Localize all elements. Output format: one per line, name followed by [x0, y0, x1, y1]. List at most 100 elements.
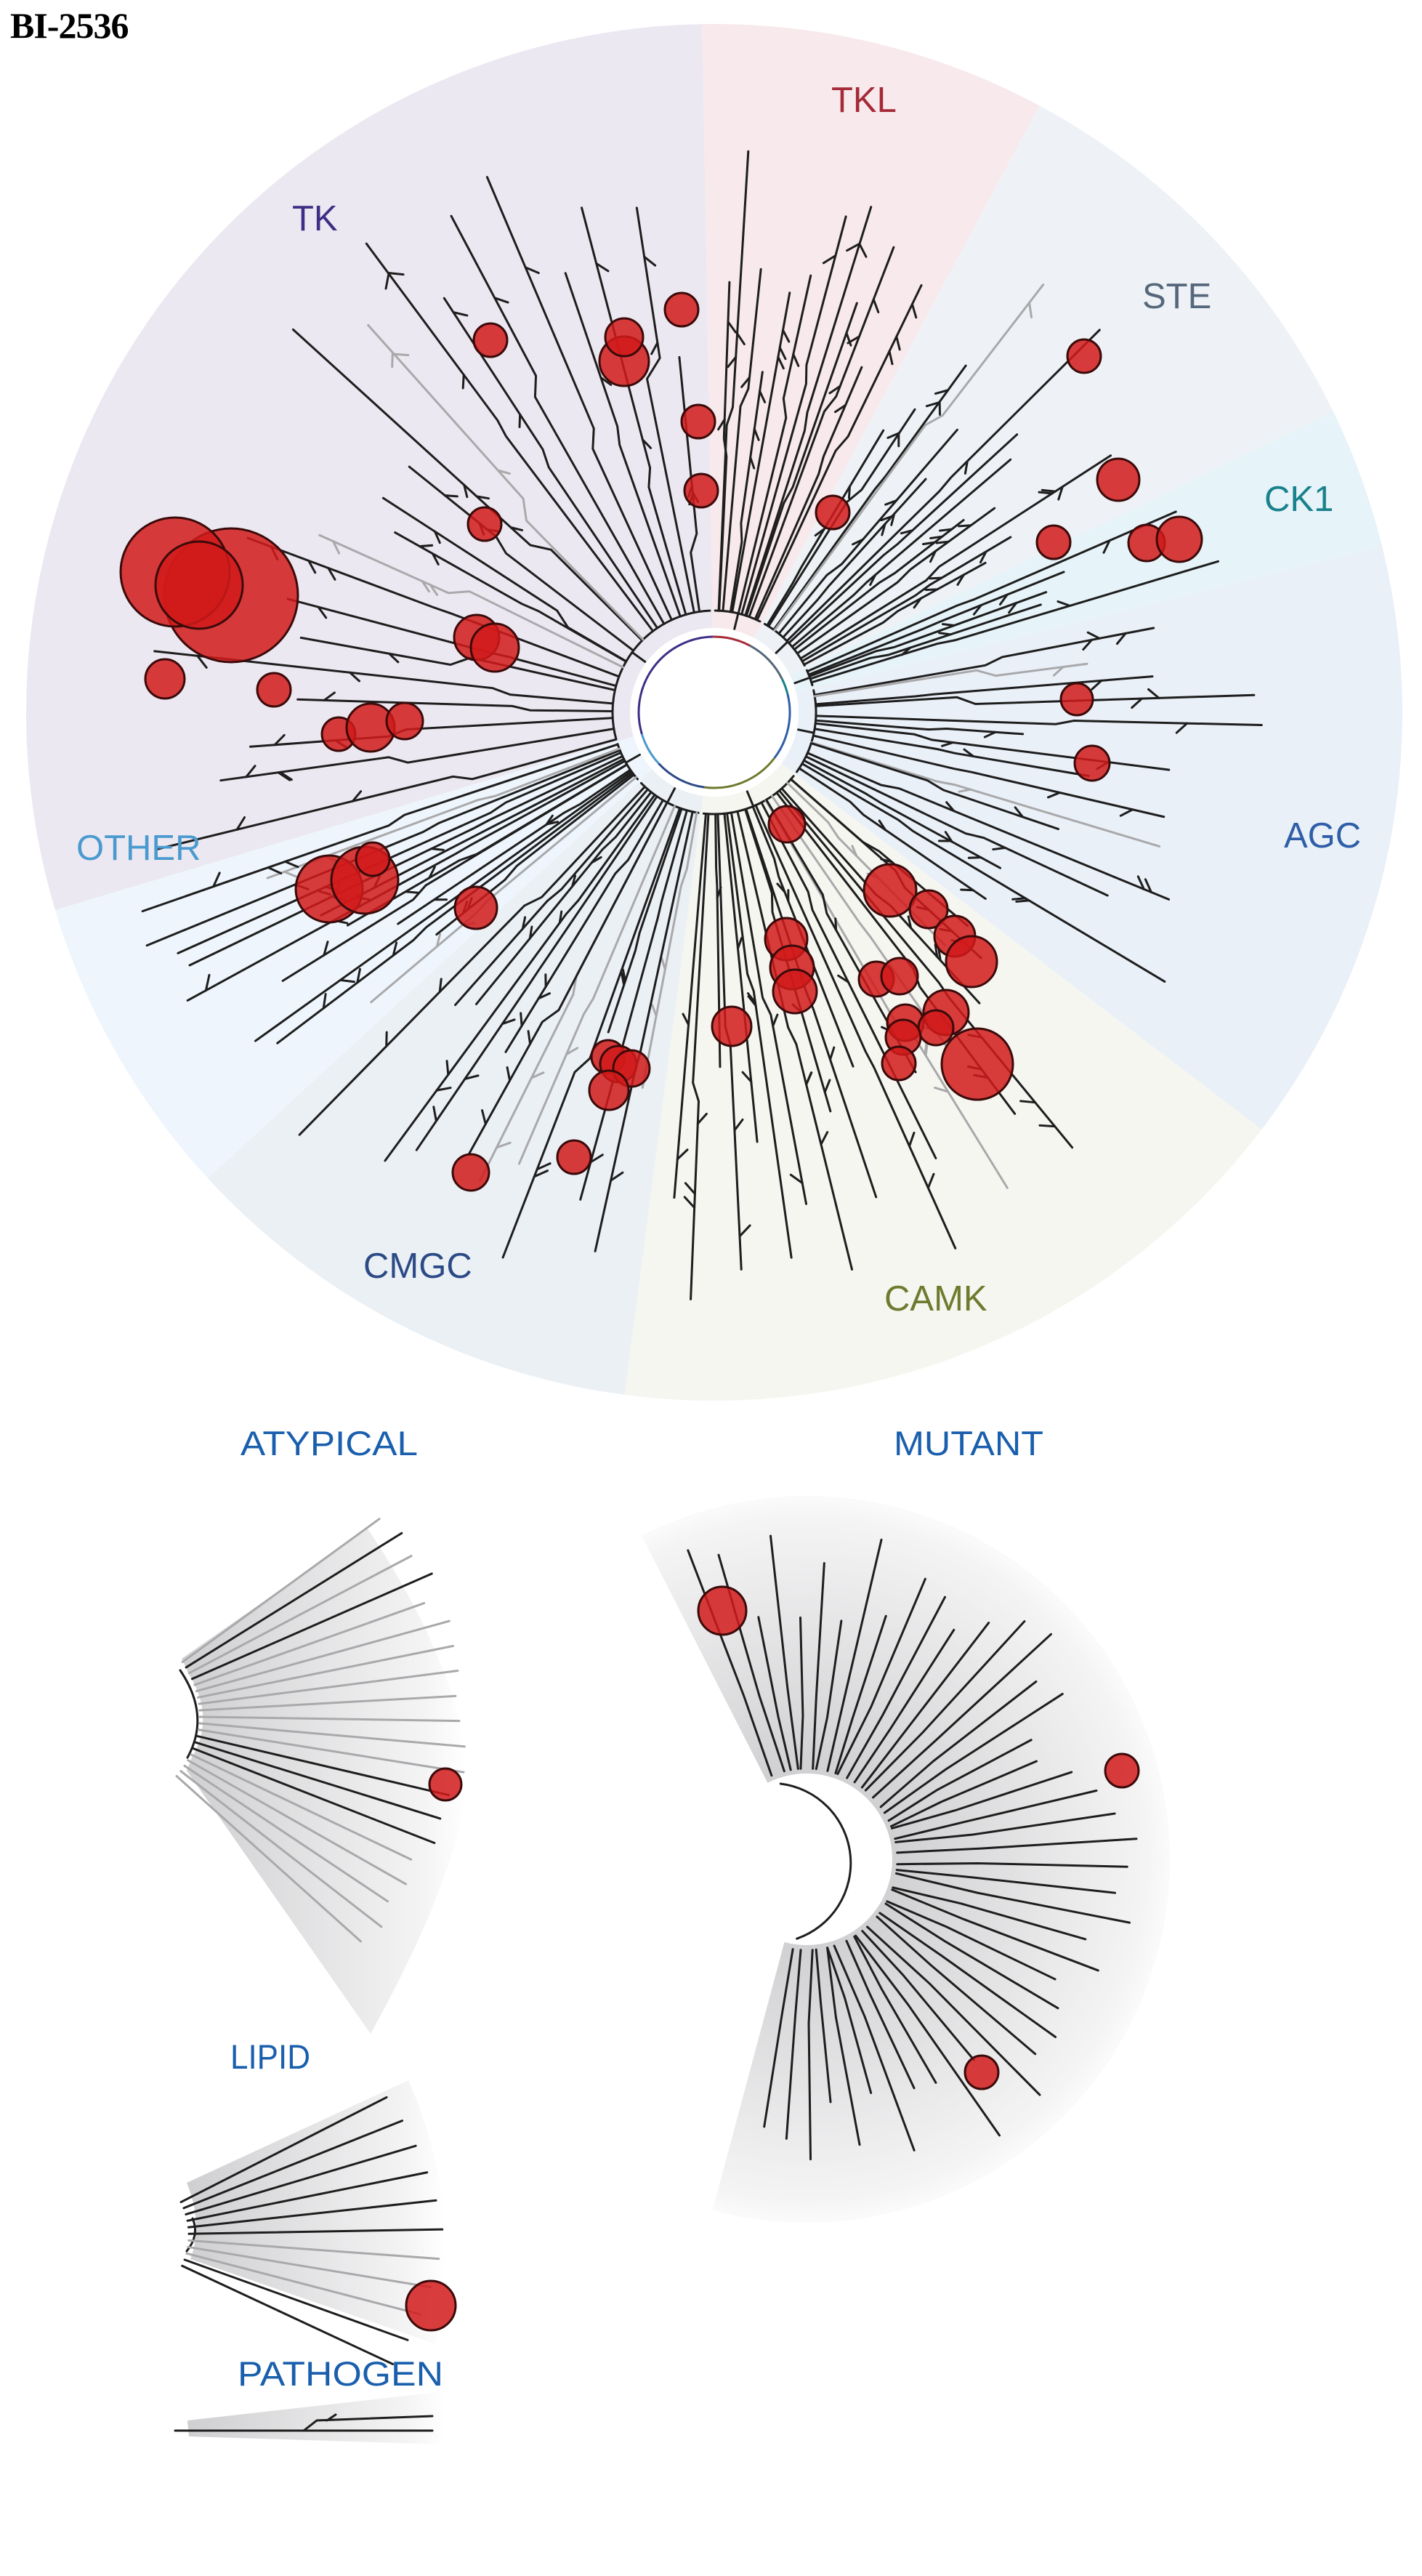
- agc-branch-tick: [1052, 666, 1065, 677]
- tk-branch-tick: [307, 559, 317, 574]
- kinase-hit-dot: [1096, 457, 1141, 502]
- tkl-branch-tick: [833, 403, 847, 414]
- mutant-branch: [887, 1739, 1033, 1822]
- tk-branch-tick: [431, 552, 440, 565]
- tk-branch: [635, 206, 695, 614]
- mutant-branch: [763, 1948, 794, 2128]
- ck1-branch-tick: [972, 603, 982, 616]
- tkl-branch: [756, 284, 923, 621]
- ste-branch: [777, 428, 958, 635]
- tk-branch: [365, 242, 655, 632]
- branches-ck1: [793, 510, 1219, 687]
- camk-branch: [714, 813, 722, 1068]
- agc-branch: [815, 719, 1025, 736]
- kinase-hit-dot: [144, 658, 186, 700]
- atypical-branch: [188, 1555, 413, 1675]
- mutant-branch: [866, 1925, 1041, 2096]
- cmgc-branch: [454, 788, 649, 1007]
- tk-branch-tick: [475, 495, 490, 500]
- mutant-branch: [878, 1912, 1057, 2038]
- kinase-hit-dot: [556, 1139, 592, 1175]
- ste-branch-tick: [979, 550, 987, 564]
- ste-branch: [782, 478, 927, 639]
- cmgc-branch-tick: [464, 1074, 480, 1080]
- center-arc-tk: [637, 635, 714, 735]
- camk-branch-tick: [683, 1196, 696, 1209]
- lipid-branch: [187, 2239, 440, 2261]
- camk-branch-tick: [776, 882, 786, 893]
- mutant-branch: [894, 1872, 1131, 1924]
- tk-branch-tick: [650, 341, 659, 355]
- kinase-hit-dot: [355, 841, 391, 877]
- mutant-branch: [833, 1944, 916, 2152]
- group-label-cmgc: CMGC: [363, 1247, 472, 1286]
- agc-branch-tick: [1082, 638, 1094, 651]
- mutant-branch: [864, 1620, 1026, 1792]
- atypical-branch: [198, 1715, 461, 1723]
- tk-branch: [291, 328, 644, 642]
- kinase-hit-dot: [772, 968, 818, 1015]
- lipid-branch: [182, 2120, 404, 2210]
- ste-branch: [788, 433, 1019, 645]
- agc-branch: [815, 675, 1154, 706]
- center-arc-camk: [704, 757, 775, 789]
- group-label-other: OTHER: [76, 829, 201, 868]
- cmgc-branch-tick: [527, 1030, 532, 1045]
- lipid-root-arc: [185, 2217, 197, 2253]
- ste-branch: [796, 507, 996, 655]
- camk-branch: [726, 812, 793, 1259]
- tk-branch: [450, 214, 666, 625]
- agc-branch-tick: [1115, 632, 1127, 645]
- tkl-branch-tick: [895, 335, 901, 351]
- ste-branch: [801, 536, 1012, 663]
- ste-branch: [791, 458, 1012, 648]
- mutant-branch: [853, 1628, 956, 1784]
- group-labels: TK TKL STE CK1 AGC CAMK CMGC OTHER: [76, 81, 1361, 1319]
- mutant-root-arc: [779, 1782, 852, 1940]
- agc-branch: [802, 759, 1002, 869]
- camk-branch-tick: [789, 1173, 804, 1185]
- mutant-branch: [861, 1930, 975, 2061]
- wedge-cmgc: [207, 712, 715, 1395]
- agc-branch-tick: [1131, 697, 1143, 709]
- ste-branch-tick: [935, 540, 950, 544]
- tk-branch-tick: [493, 297, 509, 304]
- atypical-branch: [198, 1670, 459, 1705]
- mutant-center-hole: [725, 1778, 888, 1941]
- ste-branch-tick: [939, 528, 953, 532]
- tkl-branch-tick: [740, 376, 751, 388]
- tkl-branch-tick: [828, 385, 841, 395]
- other-branch-tick: [284, 860, 299, 869]
- camk-branch-tick: [823, 1079, 831, 1094]
- kinase-hit-dot: [1155, 515, 1203, 563]
- tk-branch: [408, 465, 635, 652]
- tk-branch: [246, 536, 621, 678]
- tkl-branch-tick: [858, 243, 868, 258]
- agc-branch-tick: [983, 730, 997, 738]
- kinase-hit-dot: [588, 1069, 630, 1111]
- tk-branch-tick: [317, 605, 328, 619]
- cmgc-branch-tick: [435, 1087, 452, 1092]
- branches-agc: [796, 627, 1263, 983]
- other-branch: [141, 743, 619, 913]
- kinase-hit-dot: [940, 1027, 1014, 1101]
- agc-branch-tick: [945, 801, 956, 813]
- cmgc-branch: [384, 793, 656, 1162]
- ste-branch-tick: [900, 529, 914, 535]
- cmgc-branch-tick: [528, 925, 533, 940]
- ste-branch-tick: [814, 528, 825, 537]
- atypical-branch: [194, 1741, 442, 1820]
- wedge-ck1: [714, 411, 1382, 712]
- atypical-branch: [185, 1531, 403, 1669]
- tkl-branch: [744, 206, 873, 617]
- cmgc-branch-tick: [501, 1018, 516, 1026]
- ste-branch-tick: [913, 597, 922, 609]
- kinase-hit-dot: [472, 322, 509, 358]
- mutant-hit-dot: [964, 2054, 1000, 2090]
- group-wedges: [25, 24, 1403, 1401]
- agc-branch-tick: [1091, 679, 1103, 691]
- agc-branch-tick: [1086, 631, 1101, 640]
- mutant-branch: [894, 1790, 1098, 1840]
- panel-label-mutant: MUTANT: [894, 1424, 1043, 1462]
- trunk-agc: [797, 728, 815, 734]
